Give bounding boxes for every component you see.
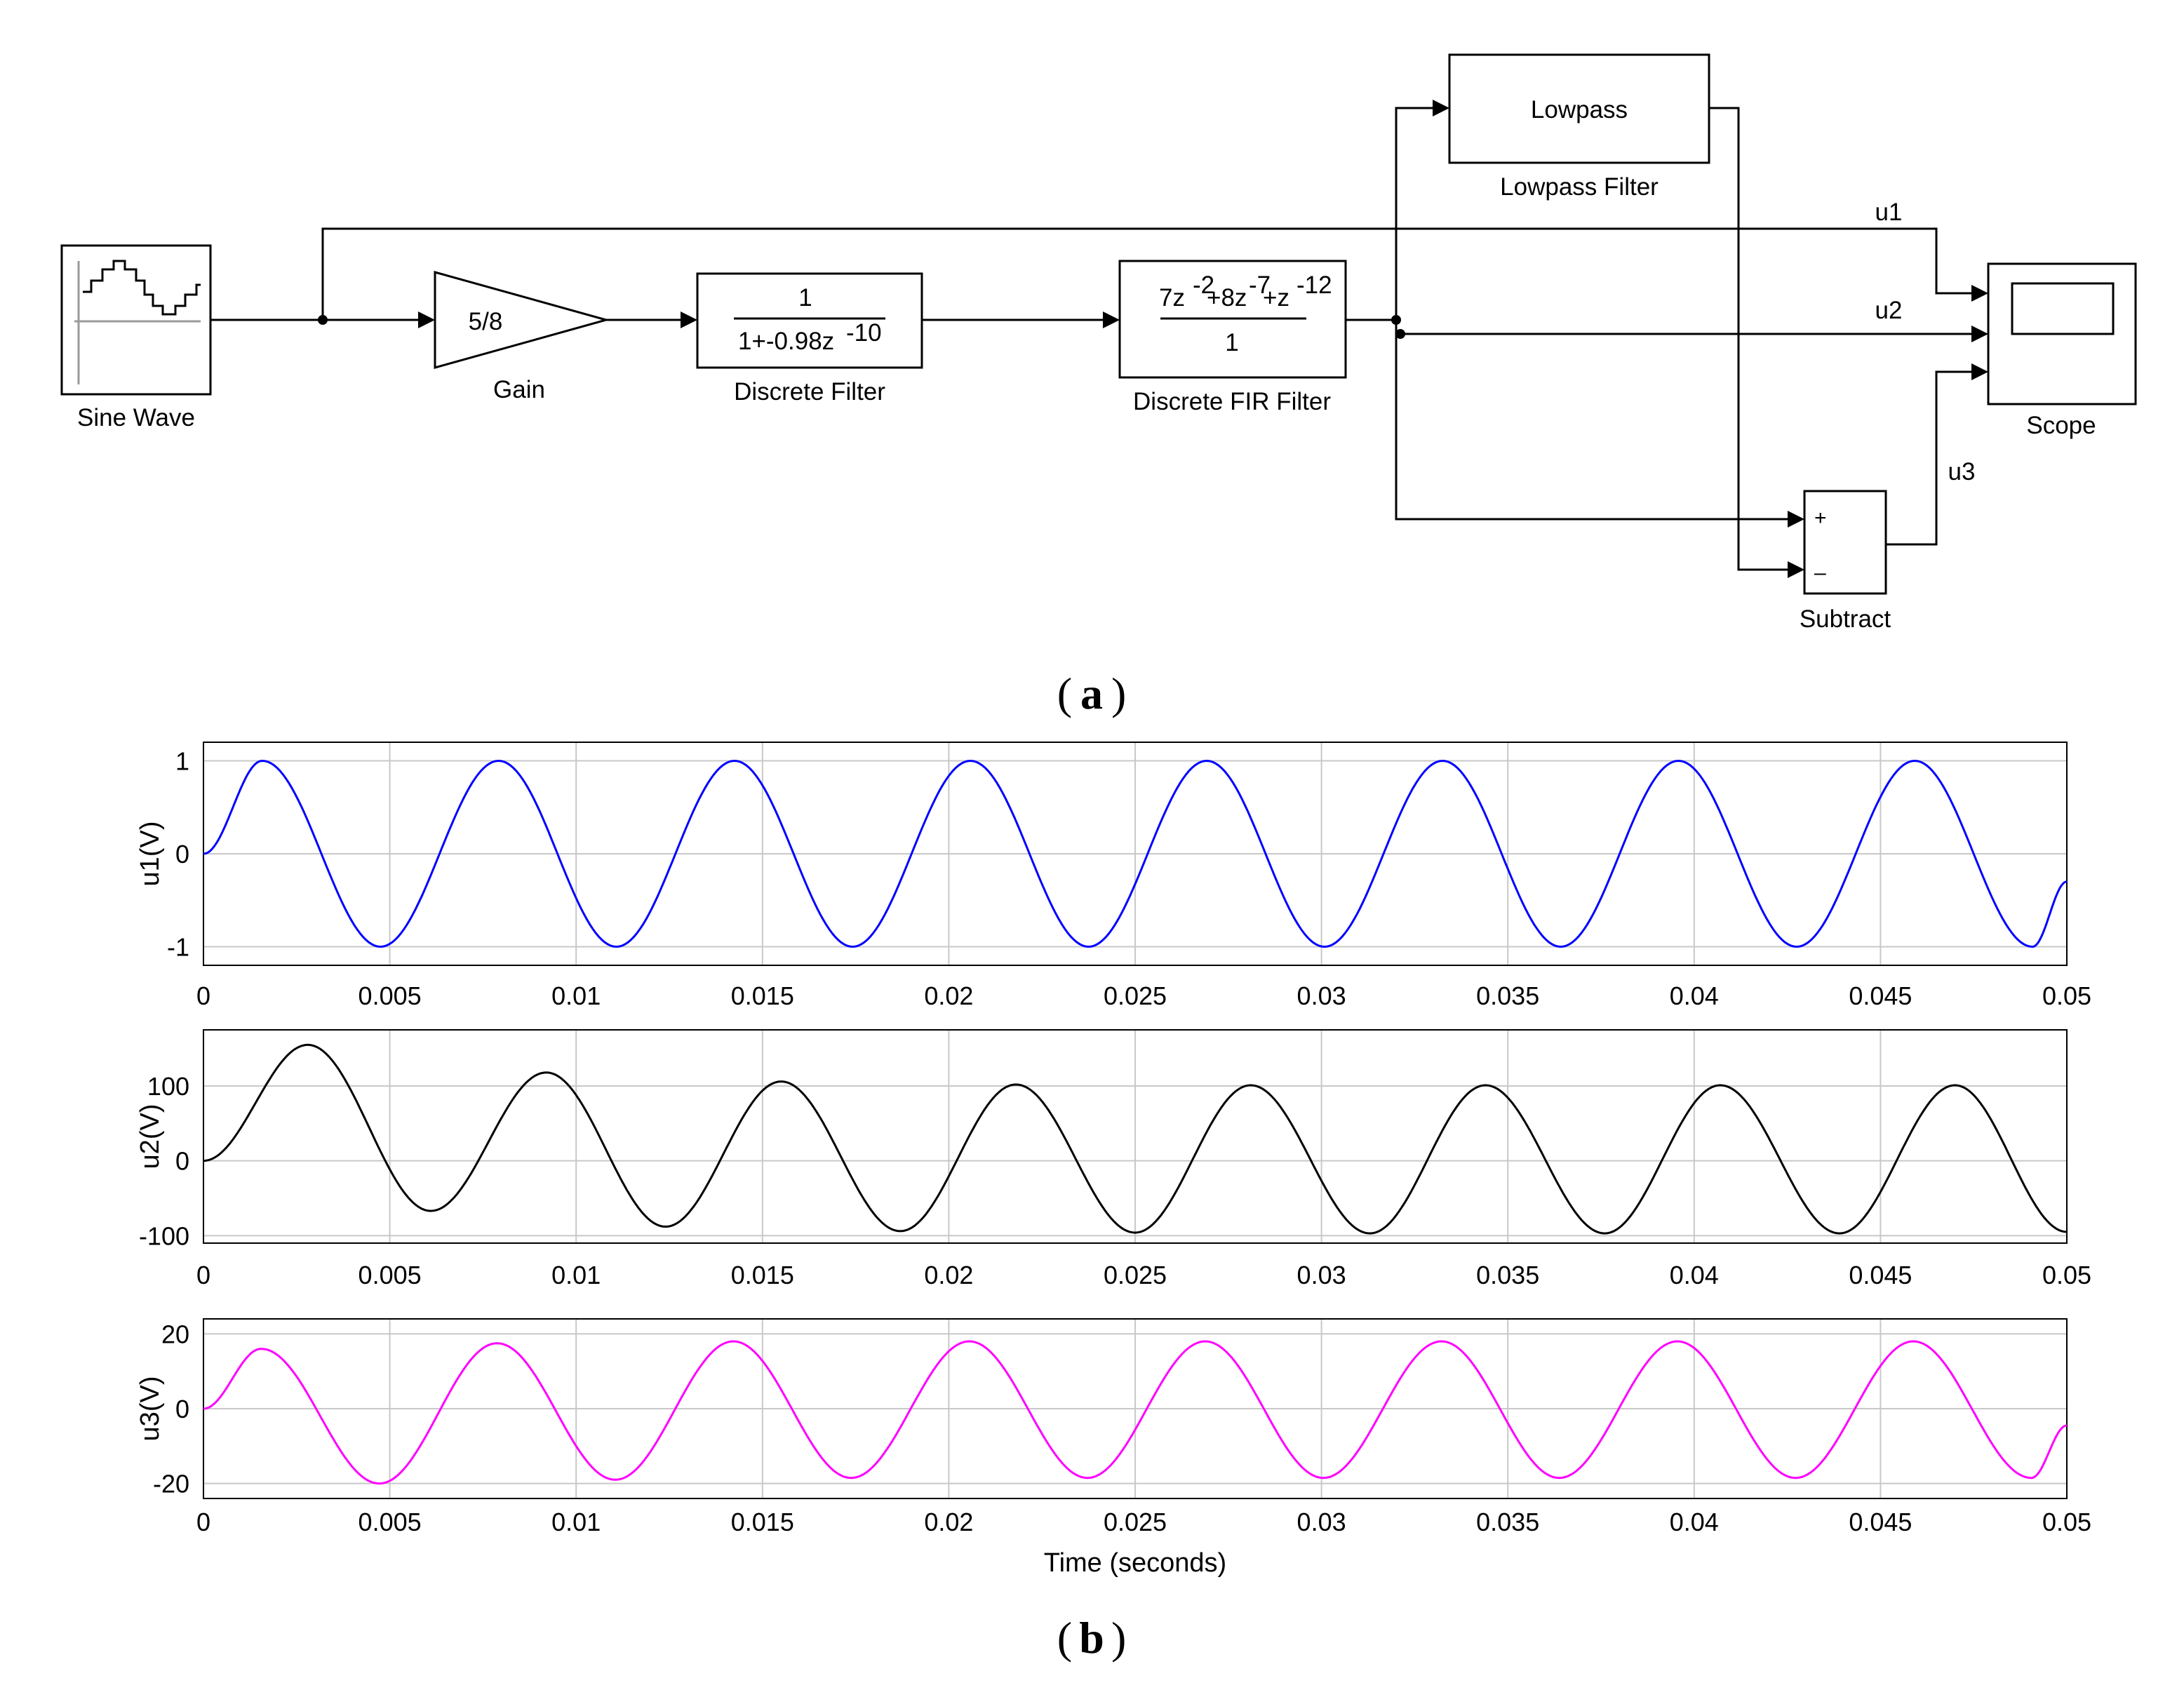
- sine-wave-label: Sine Wave: [77, 404, 195, 431]
- x-tick-label: 0.05: [2042, 981, 2091, 1010]
- lowpass-filter-label: Lowpass Filter: [1500, 173, 1659, 201]
- x-tick-label: 0.01: [551, 1508, 601, 1536]
- fir-numerator-exponent-3: -12: [1297, 271, 1332, 299]
- svg-text:(: (: [1057, 1613, 1072, 1663]
- caption-a: ( a ): [1057, 669, 1127, 718]
- svg-text:): ): [1111, 669, 1126, 718]
- x-tick-label: 0.015: [731, 1261, 794, 1289]
- x-tick-label: 0.015: [731, 981, 794, 1010]
- u1-plot: 0 0.005 0.01 0.015 0.02 0.025 0.03 0.035 0.04 0.0…: [135, 742, 2091, 1010]
- caption-b-letter: b: [1079, 1613, 1104, 1663]
- x-tick-label: 0: [196, 981, 210, 1010]
- y-tick-label: 100: [147, 1072, 189, 1101]
- x-tick-label: 0.01: [551, 981, 601, 1010]
- series-line: [203, 1043, 2068, 1235]
- x-tick-label: 0.02: [924, 981, 973, 1010]
- y-axis-label: u3(V): [135, 1376, 165, 1442]
- x-tick-label: 0.035: [1476, 981, 1539, 1010]
- subtract-plus-sign: +: [1814, 507, 1827, 530]
- x-tick-label: 0.02: [924, 1261, 973, 1289]
- y-tick-label: -1: [167, 933, 189, 962]
- signal-label-u1: u1: [1875, 199, 1903, 226]
- discrete-filter-block[interactable]: [696, 272, 923, 369]
- u3-plot: 0 0.005 0.01 0.015 0.02 0.025 0.03 0.035 0.04 0.0…: [135, 1318, 2091, 1536]
- fir-numerator-term-2: +8z: [1207, 284, 1247, 311]
- x-tick-label: 0.03: [1297, 1261, 1346, 1289]
- x-tick-label: 0.005: [359, 1261, 422, 1289]
- plot-frame: [203, 1029, 2068, 1244]
- x-tick-label: 0.025: [1104, 981, 1167, 1010]
- x-tick-label: 0.005: [359, 981, 422, 1010]
- y-tick-label: -100: [139, 1221, 189, 1250]
- fir-numerator-term-3: +z: [1263, 284, 1289, 311]
- caption-b: ( b ): [1057, 1613, 1127, 1663]
- series-line: [203, 759, 2068, 948]
- sine-wave-icon: [83, 260, 201, 316]
- discrete-filter-numerator: 1: [798, 284, 812, 311]
- y-tick-label: 0: [175, 1395, 189, 1423]
- x-tick-label: 0.035: [1476, 1508, 1539, 1536]
- y-tick-label: 1: [175, 747, 189, 776]
- discrete-filter-exponent: -10: [846, 319, 882, 347]
- u2-plot: 0 0.005 0.01 0.015 0.02 0.025 0.03 0.035 0.04 0.0…: [135, 1029, 2091, 1289]
- y-axis-label: u2(V): [135, 1104, 165, 1169]
- x-axis-label: Time (seconds): [1044, 1548, 1226, 1578]
- x-tick-label: 0: [196, 1261, 210, 1289]
- subtract-label: Subtract: [1800, 605, 1891, 633]
- signal-wires: [210, 100, 1988, 578]
- y-tick-label: 0: [175, 1147, 189, 1176]
- x-tick-label: 0.045: [1849, 1508, 1912, 1536]
- caption-a-letter: a: [1080, 669, 1103, 718]
- x-tick-label: 0.04: [1670, 981, 1719, 1010]
- svg-text:(: (: [1057, 669, 1072, 718]
- signal-label-u3: u3: [1948, 458, 1976, 485]
- x-tick-label: 0.025: [1104, 1261, 1167, 1289]
- x-tick-label: 0.005: [359, 1508, 422, 1536]
- lowpass-value: Lowpass: [1531, 96, 1628, 123]
- x-tick-label: 0.025: [1104, 1508, 1167, 1536]
- sine-wave-block[interactable]: [60, 244, 212, 396]
- gain-block[interactable]: [434, 271, 610, 369]
- discrete-fir-filter-label: Discrete FIR Filter: [1133, 388, 1331, 415]
- x-tick-label: 0.015: [731, 1508, 794, 1536]
- fir-numerator-exponent-2: -7: [1249, 271, 1271, 299]
- discrete-filter-denominator: 1+-0.98z: [738, 328, 834, 355]
- x-tick-label: 0.02: [924, 1508, 973, 1536]
- x-tick-label: 0.01: [551, 1261, 601, 1289]
- y-axis-label: u1(V): [135, 821, 165, 887]
- fir-numerator-term-1: 7z: [1159, 284, 1185, 311]
- subtract-block[interactable]: [1803, 490, 1887, 595]
- scope-block[interactable]: [1987, 262, 2137, 405]
- y-tick-label: 20: [161, 1320, 189, 1348]
- x-tick-label: 0.045: [1849, 981, 1912, 1010]
- scope-screen-icon: [2011, 282, 2115, 335]
- series-line: [203, 1340, 2068, 1485]
- x-tick-label: 0.03: [1297, 1508, 1346, 1536]
- x-tick-label: 0.05: [2042, 1508, 2091, 1536]
- signal-label-u2: u2: [1875, 297, 1903, 324]
- fir-denominator: 1: [1225, 329, 1238, 356]
- x-tick-label: 0.04: [1670, 1508, 1719, 1536]
- x-tick-label: 0.045: [1849, 1261, 1912, 1289]
- subtract-minus-sign: –: [1814, 561, 1826, 584]
- x-tick-label: 0.03: [1297, 981, 1346, 1010]
- discrete-filter-label: Discrete Filter: [734, 378, 885, 405]
- x-tick-label: 0: [196, 1508, 210, 1536]
- y-tick-label: 0: [175, 840, 189, 869]
- fir-numerator-exponent-1: -2: [1193, 271, 1214, 299]
- x-tick-label: 0.035: [1476, 1261, 1539, 1289]
- y-tick-label: -20: [153, 1470, 189, 1498]
- gain-value: 5/8: [469, 308, 503, 335]
- discrete-fir-filter-block[interactable]: [1118, 260, 1347, 379]
- svg-text:): ): [1111, 1613, 1126, 1663]
- gain-label: Gain: [493, 376, 545, 403]
- x-tick-label: 0.04: [1670, 1261, 1719, 1289]
- scope-label: Scope: [2026, 412, 2096, 439]
- x-tick-label: 0.05: [2042, 1261, 2091, 1289]
